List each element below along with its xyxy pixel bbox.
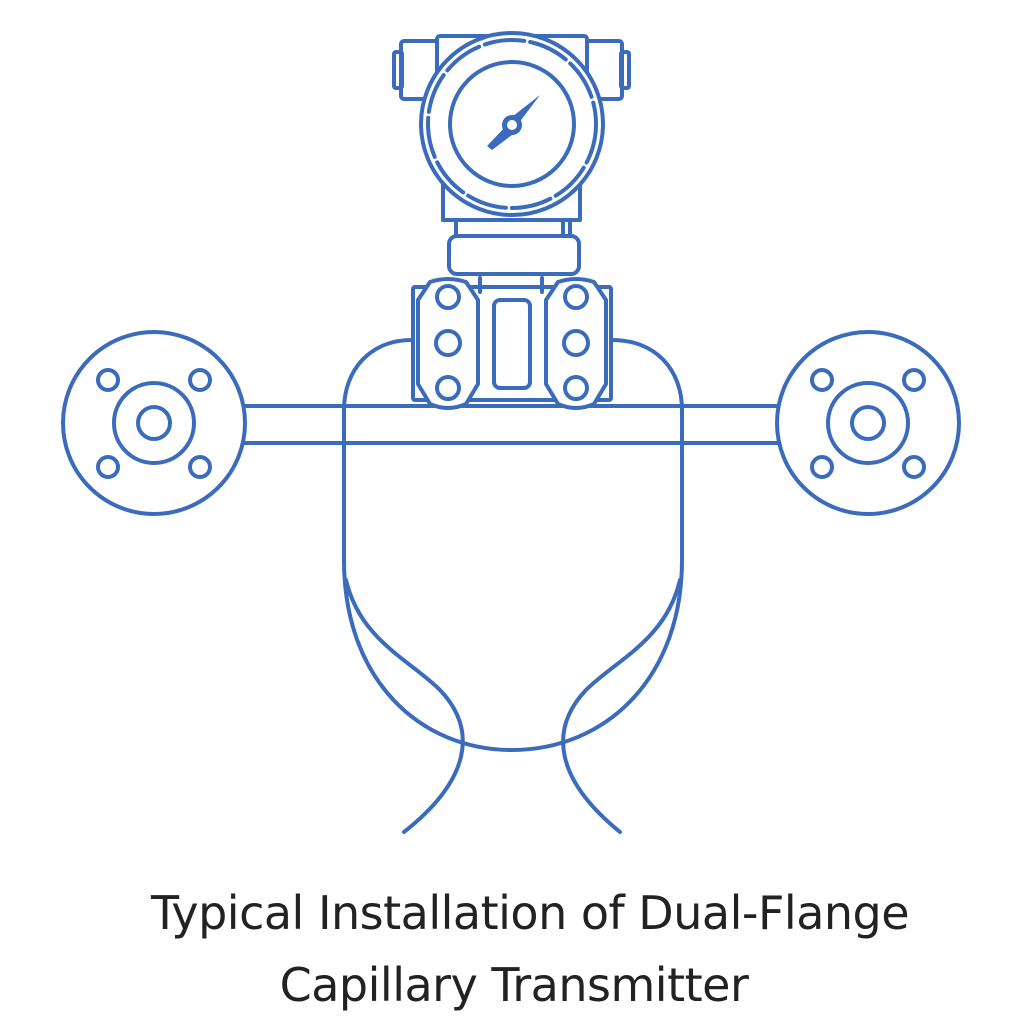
capillary-loop xyxy=(342,338,684,834)
transmitter-head xyxy=(392,31,631,222)
gauge-needle-icon xyxy=(487,95,540,150)
figure-title-line-1: Typical Installation of Dual-Flange xyxy=(150,886,910,940)
process-pipe xyxy=(242,404,782,445)
transmitter-diagram xyxy=(61,31,961,834)
left-flange xyxy=(61,330,247,516)
figure-title-line-2: Capillary Transmitter xyxy=(279,958,749,1012)
electronics-neck xyxy=(447,220,581,276)
right-capillary-tube xyxy=(561,578,682,834)
sensor-body xyxy=(411,276,613,410)
right-flange xyxy=(775,330,961,516)
left-capillary-tube xyxy=(344,578,465,834)
